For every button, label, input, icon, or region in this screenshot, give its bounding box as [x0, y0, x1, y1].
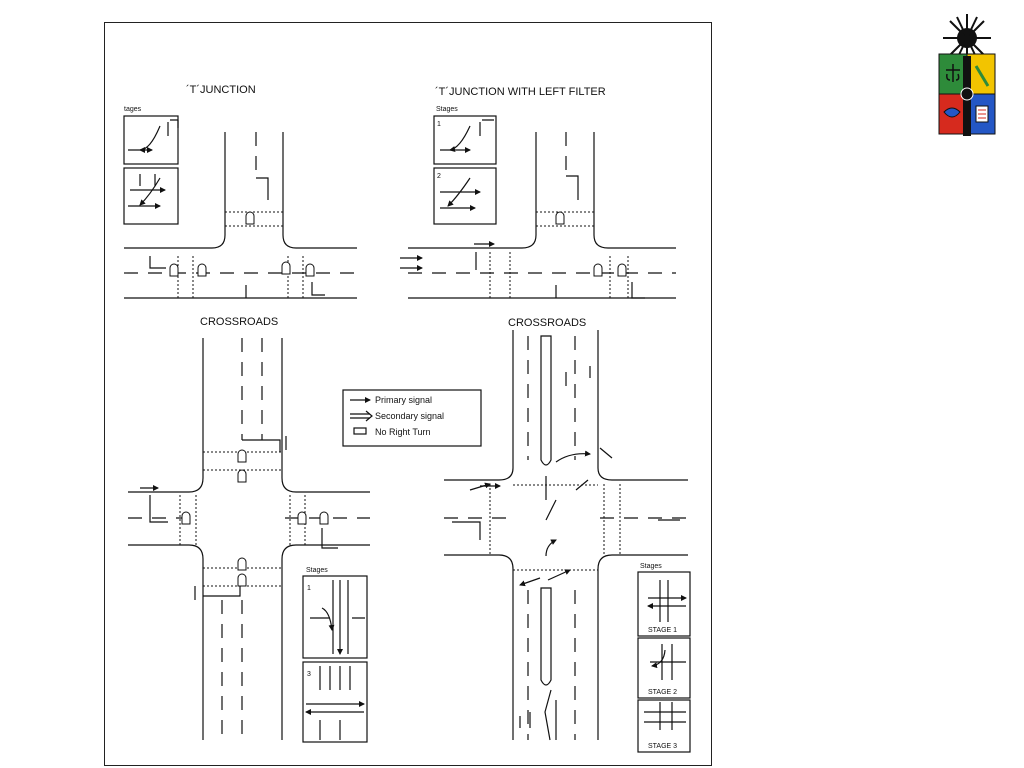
t-junction-filter-panel: ´T´JUNCTION WITH LEFT FILTER Stages 1 2 — [400, 86, 676, 299]
svg-text:1: 1 — [437, 121, 441, 128]
t-junction-filter-title: ´T´JUNCTION WITH LEFT FILTER — [435, 86, 606, 98]
t-junction-filter-stages-label: Stages — [436, 106, 458, 113]
diagram-frame — [104, 22, 712, 766]
svg-text:STAGE 3: STAGE 3 — [648, 743, 677, 750]
crossroads-left-stage-boxes: 1 3 — [302, 575, 368, 743]
legend-secondary-label: Secondary signal — [375, 411, 444, 421]
legend-box: Primary signal Secondary signal No Right… — [342, 389, 482, 447]
t-junction-title: ´T´JUNCTION — [186, 84, 256, 96]
crossroads-right-title: CROSSROADS — [508, 317, 586, 329]
svg-text:3: 3 — [307, 671, 311, 678]
crossroads-left-title: CROSSROADS — [200, 316, 278, 328]
crossroads-right-stage-boxes: STAGE 1 STAGE 2 STAGE 3 — [637, 571, 691, 753]
legend-primary-label: Primary signal — [375, 395, 432, 405]
svg-text:1: 1 — [307, 585, 311, 592]
crossroads-right-road — [444, 330, 688, 741]
t-junction-stage-box — [123, 115, 179, 225]
crossroads-right-panel: CROSSROADS — [444, 317, 691, 753]
crossroads-left-stages-label: Stages — [306, 567, 328, 574]
crossroads-left-panel: CROSSROADS — [128, 316, 482, 743]
t-junction-filter-stage-box: 1 2 — [433, 115, 497, 225]
legend-no-right-turn-label: No Right Turn — [375, 427, 431, 437]
t-junction-panel: ´T´JUNCTION tages — [123, 84, 357, 299]
shield-icon — [938, 53, 996, 136]
svg-text:2: 2 — [437, 173, 441, 180]
svg-text:STAGE 1: STAGE 1 — [648, 627, 677, 634]
crossroads-left-road — [128, 338, 370, 740]
t-junction-stages-label: tages — [124, 106, 142, 113]
crossroads-right-stages-label: Stages — [640, 563, 662, 570]
university-crest-logo — [938, 14, 996, 136]
t-junction-road — [124, 132, 357, 299]
svg-text:STAGE 2: STAGE 2 — [648, 689, 677, 696]
t-junction-filter-road — [400, 132, 676, 299]
